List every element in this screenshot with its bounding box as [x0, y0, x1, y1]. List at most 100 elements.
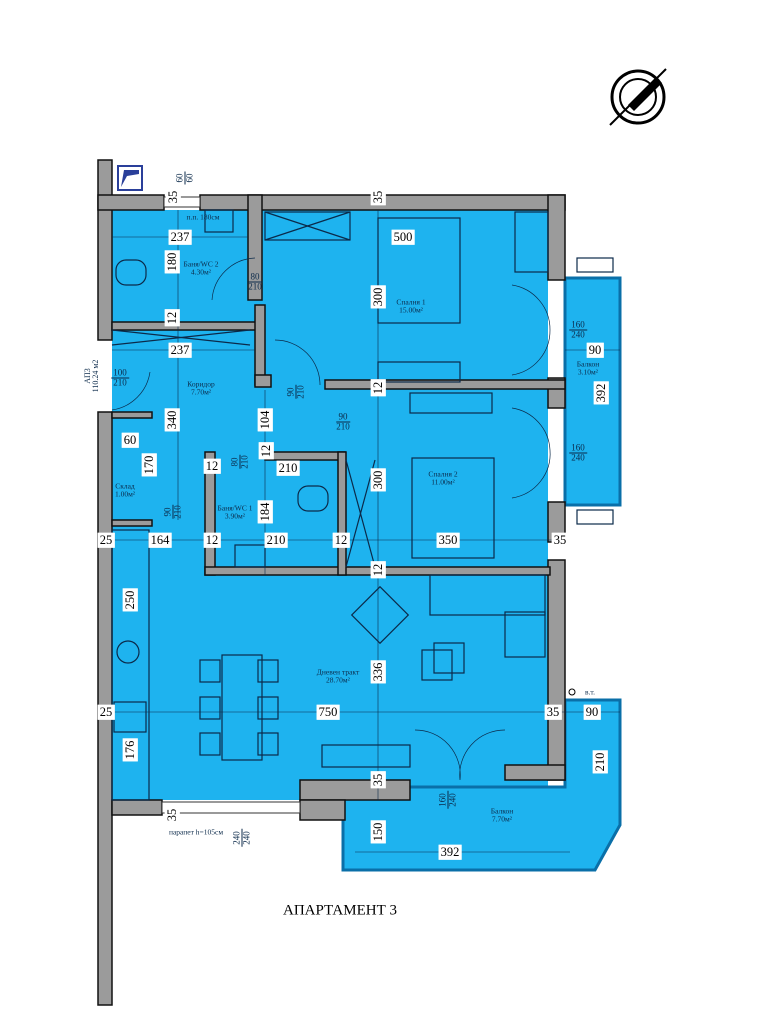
door-height: 210: [172, 505, 183, 519]
room-area: 7.70м²: [190, 387, 212, 396]
dimension-label: 150: [370, 820, 386, 844]
sink: [116, 640, 140, 664]
door-height: 240: [241, 831, 252, 845]
sofa-chaise: [504, 611, 546, 658]
door-width: 90: [336, 412, 350, 423]
dimension-label: 237: [168, 229, 192, 245]
dimension-label: 25: [97, 704, 115, 720]
bed-2: [411, 457, 495, 559]
furniture: [111, 209, 614, 801]
room-area: 3.10м²: [577, 367, 599, 376]
tv-unit: [321, 744, 411, 768]
skylight-glyph: [121, 170, 139, 187]
chair: [199, 696, 221, 720]
door-height: 240: [571, 329, 585, 340]
basin-1: [234, 544, 266, 568]
dimension-label: 210: [264, 532, 288, 548]
dimension-label: 250: [122, 588, 138, 612]
dimension-label: 300: [370, 285, 386, 309]
door-height: 210: [336, 421, 350, 432]
room-name: Спалня 1: [396, 297, 426, 307]
dimension-label: 104: [257, 408, 273, 432]
chair: [257, 659, 279, 683]
dimension-label: 35: [370, 771, 386, 789]
dimension-label: 25: [97, 532, 115, 548]
dimension-label: 12: [332, 532, 350, 548]
window-living: [161, 801, 301, 814]
room-area: 11.00м²: [431, 477, 455, 486]
room-name: Баня/WC 2: [183, 259, 219, 269]
dimension-label: 210: [276, 460, 300, 476]
dimension-label: 392: [593, 381, 609, 405]
dimension-label: 12: [370, 561, 386, 579]
dimension-label: 350: [436, 532, 460, 548]
chair: [257, 732, 279, 756]
water-pipe-icon: [568, 688, 576, 696]
chair: [199, 732, 221, 756]
kitchen-counter: [111, 529, 150, 801]
room-area: 28.70м²: [326, 675, 350, 684]
door-width: 160: [569, 319, 587, 331]
door-height: 210: [248, 281, 262, 292]
bed-1: [377, 217, 461, 324]
room-name: Дневен тракт: [316, 667, 360, 677]
sofa: [429, 574, 546, 616]
room-area: 1.00м²: [114, 489, 136, 498]
wardrobe-3: [409, 392, 493, 414]
floor-balcony-1: [563, 276, 622, 507]
skylight-icon: [117, 165, 143, 191]
dimension-label: 60: [121, 432, 139, 448]
dimension-label: 12: [370, 379, 386, 397]
door-height: 210: [295, 385, 306, 399]
desk: [514, 211, 549, 273]
dimension-label: 300: [370, 468, 386, 492]
door-width: 100: [111, 367, 129, 379]
plan-note: парапет h=105см: [168, 827, 224, 837]
plan-title: АПАРТАМЕНТ 3: [282, 902, 398, 919]
room-name: Спалня 2: [428, 469, 458, 479]
room-name: Баня/WC 1: [217, 503, 253, 513]
dimension-label: 12: [258, 442, 274, 460]
ac-unit-2: [576, 509, 614, 525]
room-area: 15.00м²: [399, 305, 423, 314]
dimension-label: 35: [164, 806, 180, 824]
apartment-area: 110.24 м2: [91, 359, 100, 393]
dimension-label: 12: [203, 458, 221, 474]
door-width: 80: [248, 272, 262, 283]
floor-interior: [112, 210, 548, 800]
door-width: 160: [569, 442, 587, 454]
door-height: 60: [184, 173, 195, 183]
dimension-label: 170: [141, 453, 157, 477]
chair: [199, 659, 221, 683]
dimension-label: 340: [164, 408, 180, 432]
dimension-label: 90: [583, 704, 601, 720]
dimension-label: 176: [122, 738, 138, 762]
room-area: 7.70м²: [491, 814, 513, 823]
dimension-label: 35: [165, 188, 181, 206]
basin-2: [204, 209, 234, 233]
room-name: Склад: [115, 481, 135, 491]
toilet-2: [115, 259, 147, 286]
north-arrow-icon: [609, 68, 667, 126]
dimension-label: 336: [370, 660, 386, 684]
door-swings: [111, 257, 551, 781]
dimension-label: 237: [168, 342, 192, 358]
armchair: [350, 585, 410, 645]
window-top: [163, 196, 201, 208]
wardrobe-2: [377, 361, 461, 383]
